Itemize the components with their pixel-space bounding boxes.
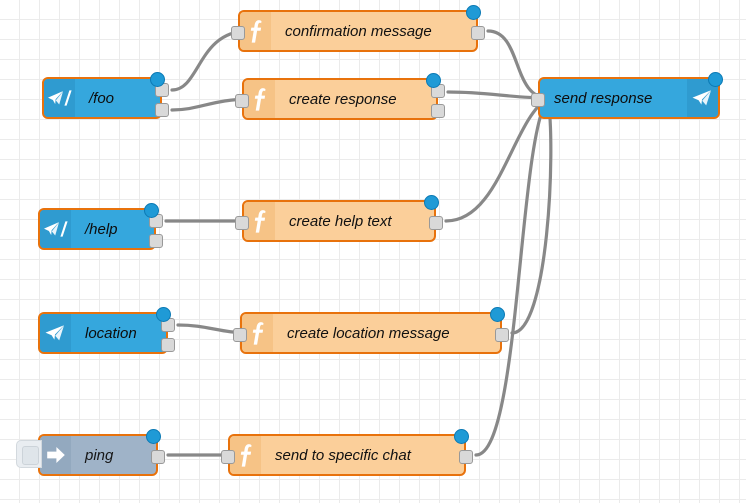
function-f-icon [242, 314, 273, 352]
function-f-icon [244, 202, 275, 240]
status-dot-create-location-message [490, 307, 505, 322]
output-port-create-location-message-0[interactable] [495, 328, 509, 342]
node-send-to-specific-chat[interactable]: send to specific chat [221, 429, 473, 476]
output-port-confirmation-message-0[interactable] [471, 26, 485, 40]
wire-send-to-specific-chat.out0-to-send-response.in[interactable] [474, 96, 550, 457]
node-confirmation-message[interactable]: confirmation message [231, 5, 485, 52]
output-port-create-help-text-0[interactable] [429, 216, 443, 230]
node-label-create-response: create response [289, 90, 397, 108]
telegram-command-icon [40, 210, 71, 248]
telegram-command-icon [44, 79, 75, 117]
node-label-send-response: send response [554, 89, 653, 107]
node-create-location-message[interactable]: create location message [233, 307, 509, 354]
node-ping[interactable]: ping [16, 429, 165, 476]
node-label-create-location-message: create location message [287, 324, 450, 342]
function-f-icon [244, 80, 275, 118]
node-label-confirmation-message: confirmation message [285, 22, 432, 40]
node-label-location: location [85, 324, 137, 342]
input-port-confirmation-message[interactable] [231, 26, 245, 40]
output-port-create-response-1[interactable] [431, 104, 445, 118]
wire-create-location-message.out0-to-send-response.in[interactable] [510, 96, 553, 335]
status-dot-foo [150, 72, 165, 87]
wire-create-help-text.out0-to-send-response.in[interactable] [444, 96, 550, 223]
output-port-ping-0[interactable] [151, 450, 165, 464]
status-dot-create-response [426, 73, 441, 88]
output-port-help-1[interactable] [149, 234, 163, 248]
output-port-location-1[interactable] [161, 338, 175, 352]
node-location[interactable]: location [38, 307, 175, 354]
status-dot-send-response [708, 72, 723, 87]
status-dot-send-to-specific-chat [454, 429, 469, 444]
input-port-create-location-message[interactable] [233, 328, 247, 342]
input-port-send-to-specific-chat[interactable] [221, 450, 235, 464]
function-f-icon [230, 436, 261, 474]
node-label-ping: ping [85, 446, 114, 464]
input-port-create-response[interactable] [235, 94, 249, 108]
output-port-send-to-specific-chat-0[interactable] [459, 450, 473, 464]
node-create-response[interactable]: create response [235, 73, 445, 120]
inject-button-ping[interactable] [16, 440, 42, 468]
node-send-response[interactable]: send response [531, 72, 723, 119]
function-f-icon [240, 12, 271, 50]
status-dot-help [144, 203, 159, 218]
telegram-plane-icon [40, 314, 71, 352]
input-port-create-help-text[interactable] [235, 216, 249, 230]
node-foo[interactable]: /foo [42, 72, 169, 119]
status-dot-ping [146, 429, 161, 444]
node-create-help-text[interactable]: create help text [235, 195, 443, 242]
node-label-send-to-specific-chat: send to specific chat [275, 446, 411, 464]
node-label-create-help-text: create help text [289, 212, 392, 230]
input-port-send-response[interactable] [531, 93, 545, 107]
node-label-foo: /foo [89, 89, 115, 107]
link-in-arrow-icon [40, 436, 71, 474]
node-help[interactable]: /help [38, 203, 163, 250]
output-port-foo-1[interactable] [155, 103, 169, 117]
node-label-help: /help [85, 220, 118, 238]
status-dot-confirmation-message [466, 5, 481, 20]
status-dot-create-help-text [424, 195, 439, 210]
status-dot-location [156, 307, 171, 322]
